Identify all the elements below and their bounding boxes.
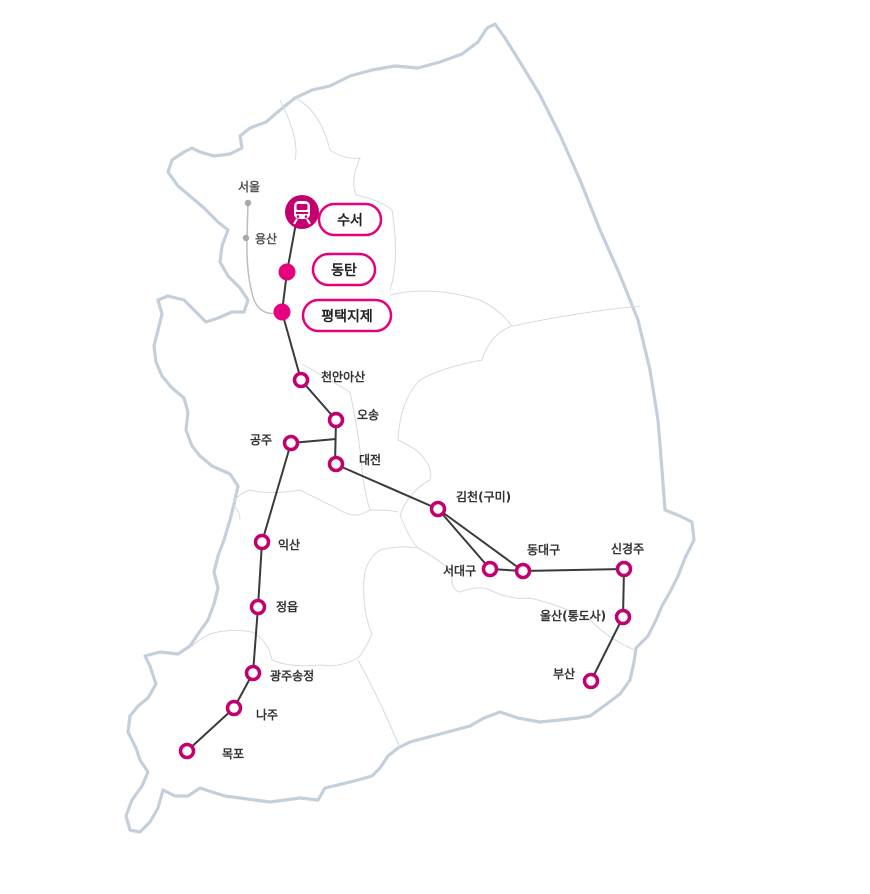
label-seodaegu: 서대구	[443, 563, 476, 578]
station-mokpo[interactable]	[178, 742, 196, 760]
svg-text:수서: 수서	[337, 213, 363, 229]
yongsan-label: 용산	[255, 231, 277, 246]
station-dongdaegu[interactable]	[514, 562, 532, 580]
station-daejeon[interactable]	[327, 455, 345, 473]
station-singyeongju[interactable]	[615, 560, 633, 578]
station-seodaegu[interactable]	[481, 560, 499, 578]
label-dongdaegu: 동대구	[527, 543, 560, 557]
station-labels: 천안아산 오송 공주 대전 김천(구미) 서대구 동대구 신경주 울산(통도사)…	[222, 369, 644, 761]
station-gongju[interactable]	[282, 434, 300, 452]
label-jeongeup: 정읍	[276, 599, 298, 614]
pyeongtaek-pill[interactable]: 평택지제	[301, 298, 393, 333]
station-jeongeup[interactable]	[249, 598, 267, 616]
peninsula-outline	[124, 22, 696, 834]
stations	[178, 371, 633, 760]
station-naju[interactable]	[225, 699, 243, 717]
label-ulsan: 울산(통도사)	[540, 608, 606, 623]
label-mokpo: 목포	[222, 747, 244, 761]
label-singyeongju: 신경주	[611, 541, 644, 556]
station-ulsan[interactable]	[614, 608, 632, 626]
suseo-pill[interactable]: 수서	[317, 202, 383, 237]
label-busan: 부산	[553, 666, 575, 681]
svg-text:평택지제: 평택지제	[321, 308, 373, 325]
province-borders	[191, 97, 641, 749]
station-gimcheon[interactable]	[429, 500, 447, 518]
seoul-label: 서울	[238, 179, 260, 194]
train-icon	[293, 201, 311, 225]
label-daejeon: 대전	[359, 452, 381, 467]
label-naju: 나주	[256, 707, 278, 722]
dongtan-pill[interactable]: 동탄	[311, 252, 377, 287]
seoul-dot	[244, 199, 252, 207]
station-gwangju[interactable]	[244, 664, 262, 682]
label-gimcheon: 김천(구미)	[456, 489, 511, 504]
station-cheonan-asan[interactable]	[292, 371, 310, 389]
label-iksan: 익산	[278, 537, 300, 552]
label-cheonan-asan: 천안아산	[321, 369, 365, 384]
station-busan[interactable]	[582, 672, 600, 690]
label-gwangju: 광주송정	[270, 668, 314, 683]
dongtan-marker[interactable]	[278, 263, 296, 281]
label-gongju: 공주	[250, 433, 272, 447]
yongsan-dot	[242, 234, 250, 242]
label-osong: 오송	[357, 408, 379, 422]
other-line	[246, 202, 283, 315]
pyeongtaek-marker[interactable]	[273, 303, 291, 321]
station-iksan[interactable]	[253, 533, 271, 551]
svg-text:동탄: 동탄	[331, 262, 357, 279]
station-osong[interactable]	[327, 411, 345, 429]
